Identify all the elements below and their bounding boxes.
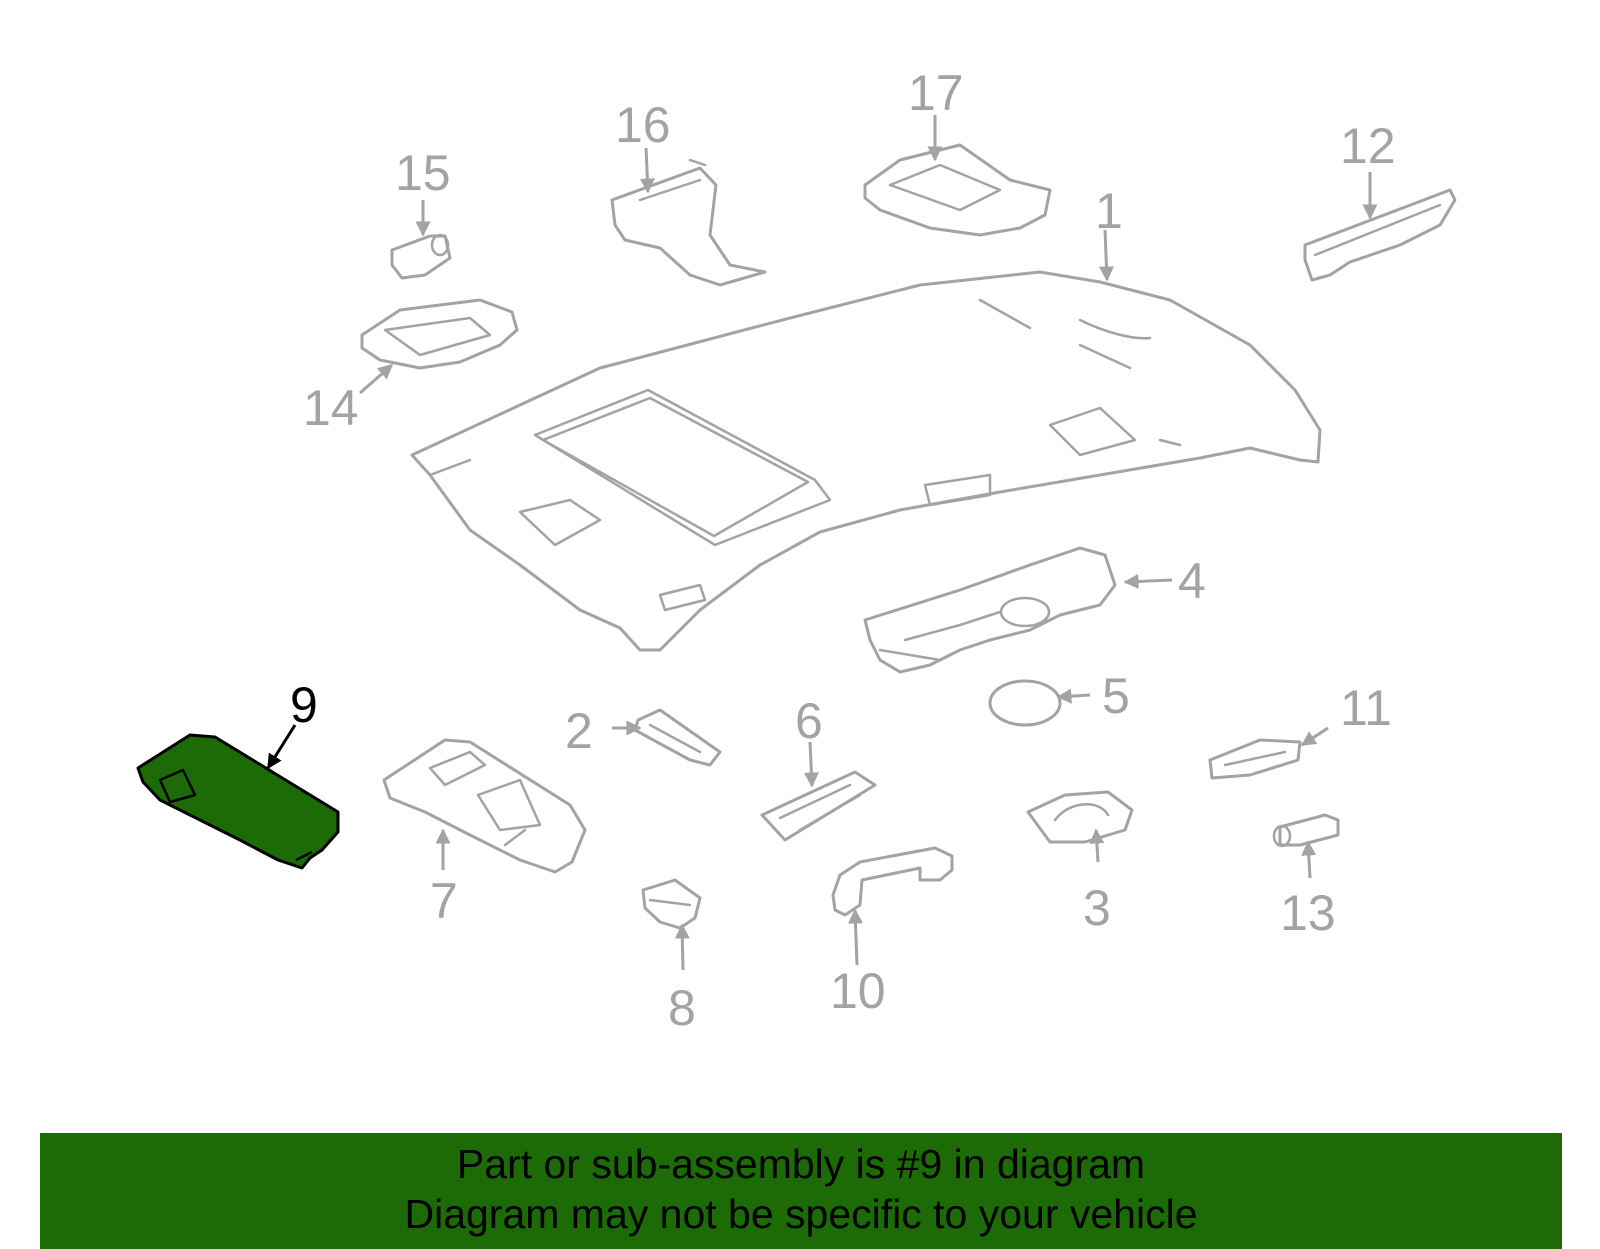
part-9-sun-visor-highlighted[interactable]: [136, 733, 340, 870]
part-14-lamp-base: [360, 298, 519, 370]
callout-14: 14: [303, 380, 359, 436]
callout-2: 2: [565, 703, 593, 759]
callout-8: 8: [668, 980, 696, 1036]
callout-12: 12: [1340, 118, 1396, 174]
part-7-sun-visor: [382, 738, 587, 874]
callout-labels: 1 2 3 4 5 6 7 8 10 11 12 13 14 15 16 17 …: [290, 65, 1396, 1036]
part-1-headliner: [410, 270, 1322, 652]
callout-5: 5: [1102, 668, 1130, 724]
part-6-switch-panel: [760, 770, 877, 842]
callout-10: 10: [830, 963, 886, 1019]
banner-line-2: Diagram may not be specific to your vehi…: [404, 1191, 1198, 1237]
part-8-bracket: [641, 878, 702, 930]
callout-16: 16: [615, 97, 671, 153]
part-13-bulb: [1272, 813, 1340, 848]
callout-9: 9: [290, 677, 318, 733]
parts-diagram: 1 2 3 4 5 6 7 8 10 11 12 13 14 15 16 17 …: [136, 65, 1457, 1036]
banner-line-1: Part or sub-assembly is #9 in diagram: [456, 1141, 1146, 1187]
part-5-ring: [988, 679, 1062, 727]
callout-1: 1: [1095, 183, 1123, 239]
part-10-grab-handle: [831, 846, 954, 917]
part-11-light: [1208, 738, 1302, 780]
part-15-bulb: [390, 233, 452, 280]
callout-15: 15: [395, 145, 451, 201]
part-2-lamp-lens: [633, 708, 722, 767]
callout-7: 7: [430, 873, 458, 929]
callout-13: 13: [1280, 885, 1336, 941]
callout-3: 3: [1083, 880, 1111, 936]
info-banner: Part or sub-assembly is #9 in diagram Di…: [40, 1133, 1562, 1249]
callout-11: 11: [1340, 680, 1392, 736]
callout-17: 17: [908, 65, 964, 121]
callout-4: 4: [1178, 553, 1206, 609]
part-16-assembly: [610, 158, 767, 287]
callout-6: 6: [795, 693, 823, 749]
part-3-lamp: [1026, 790, 1134, 844]
leader-lines: [266, 115, 1378, 971]
part-17-console-cover: [863, 143, 1052, 237]
part-4-air-duct: [863, 546, 1117, 674]
part-12-bracket: [1303, 188, 1457, 282]
